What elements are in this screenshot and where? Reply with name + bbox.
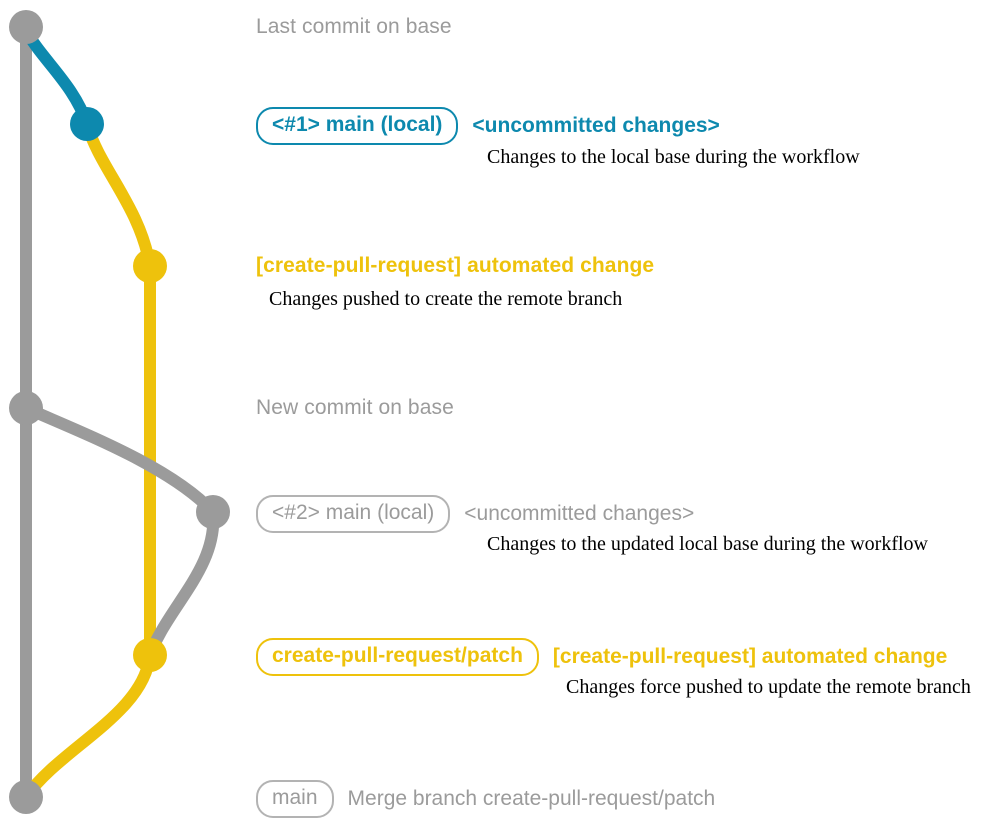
commit-row-local-1: <#1> main (local) <uncommitted changes> xyxy=(256,107,720,145)
commit-row-last-commit: Last commit on base xyxy=(256,11,452,43)
commit-subject-local-1: <uncommitted changes> xyxy=(472,114,720,137)
gray-local2-to-patch2-line xyxy=(144,506,220,661)
commit-description-local-1: Changes to the local base during the wor… xyxy=(487,146,860,168)
commit-row-new-commit: New commit on base xyxy=(256,392,454,424)
gray-branch-to-local2-line xyxy=(20,402,219,518)
commit-subject-merge: Merge branch create-pull-request/patch xyxy=(347,787,716,810)
commit-description-patch-1: Changes pushed to create the remote bran… xyxy=(269,288,623,310)
commit-node-merge xyxy=(9,780,43,814)
commit-row-merge: main Merge branch create-pull-request/pa… xyxy=(256,780,715,818)
commit-node-local-1 xyxy=(70,107,104,141)
commit-subject-patch-2: [create-pull-request] automated change xyxy=(552,645,948,668)
ref-badge-main-local-2[interactable]: <#2> main (local) xyxy=(256,495,451,533)
commit-row-patch-2: create-pull-request/patch [create-pull-r… xyxy=(256,638,947,676)
commit-subject-last-commit: Last commit on base xyxy=(256,15,452,38)
commit-row-patch-1: [create-pull-request] automated change xyxy=(256,250,654,282)
branch-lines xyxy=(20,21,220,803)
commit-node-patch-1 xyxy=(133,249,167,283)
yellow-merge-line xyxy=(20,649,156,803)
commit-node-patch-2 xyxy=(133,638,167,672)
commit-subject-patch-1: [create-pull-request] automated change xyxy=(256,254,655,277)
yellow-branch-line-upper xyxy=(81,118,156,272)
commit-node-local-2 xyxy=(196,495,230,529)
ref-badge-create-pull-request-patch[interactable]: create-pull-request/patch xyxy=(256,638,539,676)
commit-node-base-head xyxy=(9,10,43,44)
commit-description-patch-2: Changes force pushed to update the remot… xyxy=(566,676,971,698)
ref-badge-main-local-1[interactable]: <#1> main (local) xyxy=(256,107,459,145)
commit-node-base-new xyxy=(9,391,43,425)
commit-subject-local-2: <uncommitted changes> xyxy=(464,502,695,525)
commit-row-local-2: <#2> main (local) <uncommitted changes> xyxy=(256,495,694,533)
commit-description-local-2: Changes to the updated local base during… xyxy=(487,533,928,555)
commit-nodes xyxy=(9,10,230,814)
commit-subject-new-commit: New commit on base xyxy=(256,396,454,419)
ref-badge-main[interactable]: main xyxy=(256,780,334,818)
